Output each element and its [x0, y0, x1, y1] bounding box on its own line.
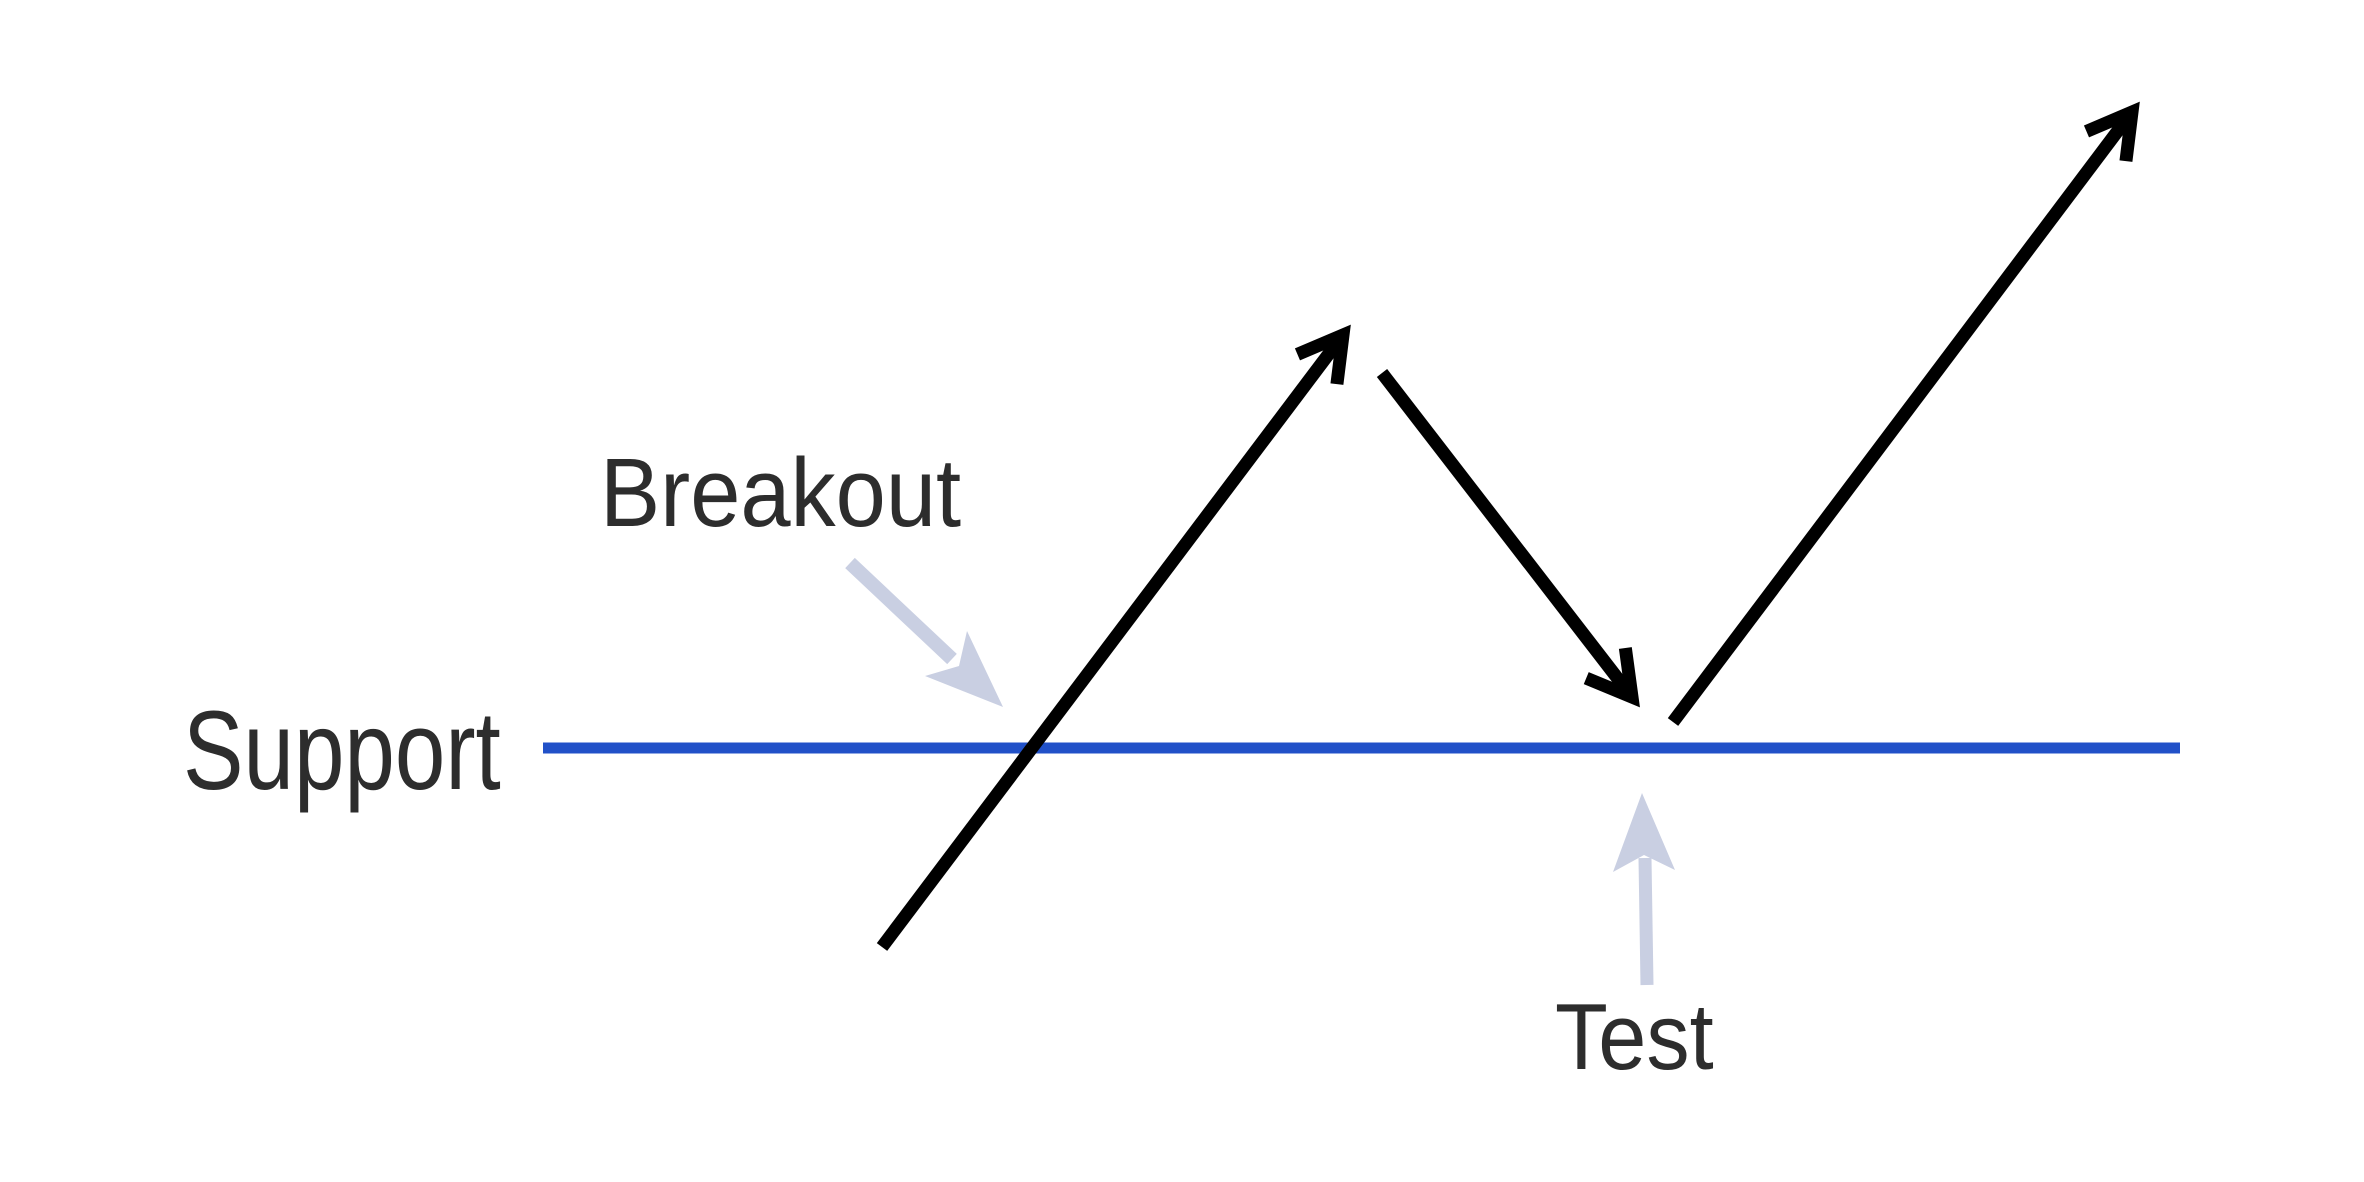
support-label: Support [183, 688, 501, 813]
test-pointer-arrow-head [1613, 793, 1675, 872]
price-advance-2-arrow [1667, 101, 2140, 726]
test-pointer-arrow-shaft [1638, 857, 1654, 986]
test-label: Test [1555, 984, 1714, 1089]
breakout-label: Breakout [600, 438, 962, 547]
price-pullback-arrow [1376, 369, 1640, 708]
breakout-pointer-arrow-head [925, 631, 1003, 707]
price-advance-1-arrow [876, 324, 1351, 951]
breakout-pointer-arrow-shaft [845, 557, 957, 665]
